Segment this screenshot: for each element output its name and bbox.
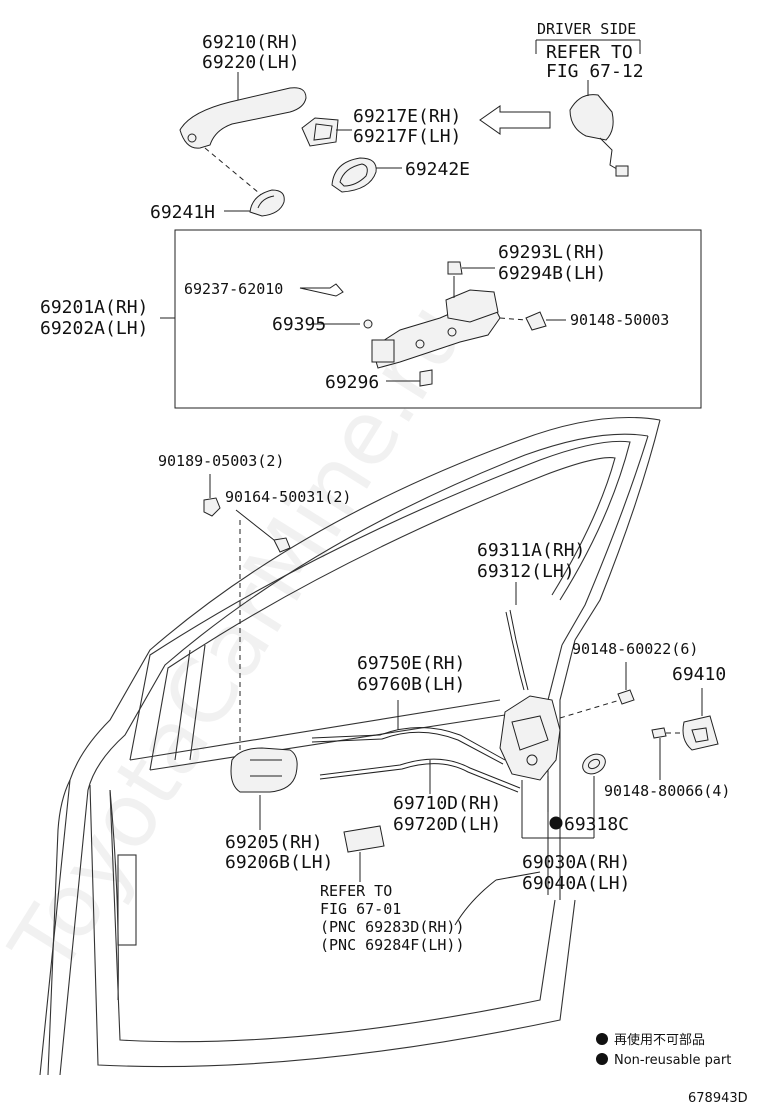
label-90189: 90189-05003(2): [158, 452, 284, 470]
label-69710D: 69710D(RH): [393, 793, 501, 814]
label-69040A: 69040A(LH): [522, 873, 630, 894]
label-69242E: 69242E: [405, 159, 470, 180]
inside-handle-69205: [230, 747, 298, 793]
label-90148-80066: 90148-80066(4): [604, 782, 730, 800]
label-refer-to-2: REFER TO: [320, 882, 392, 900]
key-cylinder-assembly: [569, 94, 629, 177]
label-69312: 69312(LH): [477, 561, 575, 582]
label-pnc-rh: (PNC 69283D(RH)): [320, 918, 465, 936]
cable-69750E: [311, 727, 506, 765]
label-fig-67-01: FIG 67-01: [320, 900, 401, 918]
label-69205: 69205(RH): [225, 832, 323, 853]
label-69210: 69210(RH): [202, 32, 300, 53]
frame-assembly-69201A: [371, 289, 501, 369]
bolt-90189: [203, 497, 221, 517]
label-pnc-lh: (PNC 69284F(LH)): [320, 936, 465, 954]
label-69220: 69220(LH): [202, 52, 300, 73]
bolt-90148-60022: [617, 689, 635, 705]
striker-69410: [682, 715, 719, 751]
label-69241H: 69241H: [150, 202, 215, 223]
label-69030A: 69030A(RH): [522, 852, 630, 873]
screw-90148-80066: [651, 727, 667, 739]
gasket-69242E: [331, 157, 377, 193]
label-69217F: 69217F(LH): [353, 126, 461, 147]
outside-handle-69210: [179, 87, 307, 149]
label-69202A: 69202A(LH): [40, 318, 148, 339]
label-69293L: 69293L(RH): [498, 242, 606, 263]
label-fig-67-12: FIG 67-12: [546, 61, 644, 82]
direction-arrow: [479, 105, 551, 135]
label-90148-50003: 90148-50003: [570, 311, 669, 329]
label-69720D: 69720D(LH): [393, 814, 501, 835]
door-lock-69030A: [499, 695, 561, 781]
label-refer-to-1: REFER TO: [546, 42, 633, 63]
handle-cap-69217E: [301, 117, 339, 147]
label-69294B: 69294B(LH): [498, 263, 606, 284]
cable-69710D: [319, 758, 521, 793]
bolt-90164: [273, 537, 291, 553]
label-driver-side: DRIVER SIDE: [537, 20, 636, 38]
label-69311A: 69311A(RH): [477, 540, 585, 561]
non-reusable-bullet: [549, 816, 563, 830]
cover-pad: [343, 825, 385, 853]
rod-69311A: [505, 609, 529, 691]
frame-assembly-box: [174, 229, 702, 409]
label-90148-60022: 90148-60022(6): [572, 640, 698, 658]
legend-en: Non-reusable part: [614, 1053, 731, 1068]
label-69395: 69395: [272, 314, 326, 335]
label-69410: 69410: [672, 664, 726, 685]
diagram-id: 678943D: [688, 1091, 748, 1106]
legend-bullet-jp: [596, 1033, 608, 1045]
label-69296: 69296: [325, 372, 379, 393]
label-69217E: 69217E(RH): [353, 106, 461, 127]
label-69206B: 69206B(LH): [225, 852, 333, 873]
legend-bullet-en: [596, 1053, 608, 1065]
label-69760B: 69760B(LH): [357, 674, 465, 695]
handle-pad-69241H: [249, 189, 285, 217]
label-69318C: 69318C: [564, 814, 629, 835]
legend-jp: 再使用不可部品: [614, 1032, 705, 1048]
seal-ring: [582, 753, 606, 775]
label-90164: 90164-50031(2): [225, 488, 351, 506]
watermark: ToyotaCarMine.ru: [0, 285, 485, 992]
label-69237: 69237-62010: [184, 280, 283, 298]
label-69750E: 69750E(RH): [357, 653, 465, 674]
label-69201A: 69201A(RH): [40, 297, 148, 318]
